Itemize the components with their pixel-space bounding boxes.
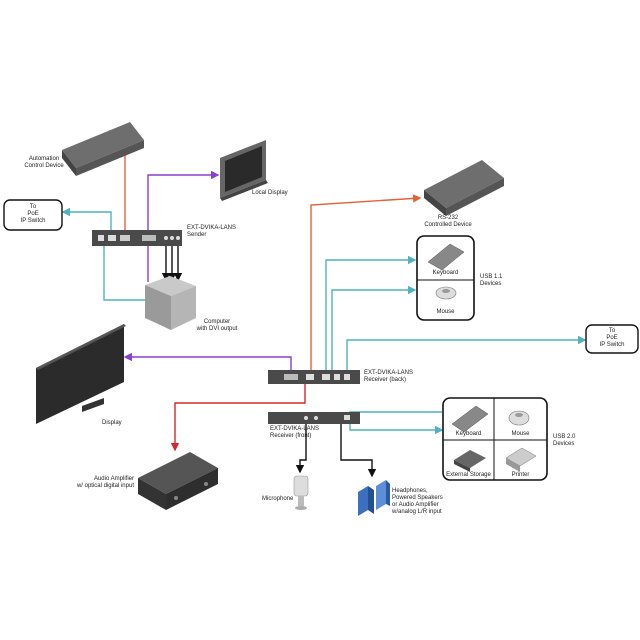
speakers-icon (358, 480, 390, 516)
local-display (220, 140, 268, 201)
rs232-controlled-device (424, 160, 504, 216)
usb-cable-computer (103, 244, 150, 301)
dvi-cable-local-display (147, 170, 220, 232)
keyboard-usb20-label: Keyboard (455, 431, 482, 437)
printer-label: Printer (511, 472, 530, 478)
automation-label: Automation Control Device (24, 156, 64, 169)
mouse-icon (435, 286, 457, 300)
receiver-front-label: EXT-DVIKA-LANS Receiver (front) (270, 426, 320, 439)
cables (61, 155, 587, 478)
receiver-front-unit (268, 412, 360, 424)
audio-cable-microphone (295, 424, 307, 474)
computer-tower (145, 276, 196, 330)
sender-label: EXT-DVIKA-LANS Sender (187, 225, 237, 238)
automation-control-device (62, 122, 144, 176)
local-display-label: Local Display (252, 190, 288, 196)
rs232-cable-receiver (310, 194, 422, 372)
audio-amplifier (138, 452, 218, 510)
mouse-usb20-label: Mouse (511, 431, 530, 437)
usb20-label: USB 2.0 Devices (553, 434, 576, 447)
rs232-label: RS-232 Controlled Device (424, 215, 472, 228)
receiver-back-unit (268, 370, 360, 384)
microphone-label: Microphone (262, 496, 294, 502)
mouse-icon (508, 410, 530, 426)
audio-amp-label: Audio Amplifier w/ optical digital input (76, 476, 134, 489)
usb-cable-keyboard-usb11 (325, 255, 417, 372)
ethernet-cable-sender (61, 207, 112, 234)
poe-right-label: To PoE IP Switch (599, 328, 625, 348)
receiver-back-label: EXT-DVIKA-LANS Receiver (back) (364, 370, 414, 383)
display-label: Display (102, 420, 122, 426)
keyboard-icon (451, 405, 489, 433)
mouse-usb11-label: Mouse (436, 309, 455, 315)
computer-label: Computer with DVI output (196, 319, 238, 332)
large-display (36, 324, 126, 424)
sender-unit (92, 230, 182, 246)
keyboard-usb11-label: Keyboard (432, 270, 459, 276)
external-storage-icon (454, 450, 486, 472)
external-storage-label: External Storage (446, 472, 491, 478)
dvi-cable-display (123, 352, 292, 372)
usb11-devices-box (416, 235, 475, 321)
usb-cable-mouse-usb11 (331, 285, 417, 372)
poe-switch-right-box (585, 324, 639, 354)
audio-cable-headphones (340, 424, 377, 478)
poe-switch-left-box (3, 199, 63, 231)
usb-cable-usb20 (349, 420, 444, 435)
usb20-devices-box (442, 397, 548, 481)
optical-cable-audio-amp (170, 384, 306, 452)
ethernet-cable-receiver (346, 335, 587, 372)
printer-icon (505, 447, 537, 472)
microphone-icon (293, 475, 309, 510)
keyboard-icon (427, 243, 465, 271)
headphones-label: Headphones, Powered Speakers or Audio Am… (392, 488, 443, 515)
usb11-label: USB 1.1 Devices (480, 274, 503, 287)
poe-left-label: To PoE IP Switch (20, 204, 46, 224)
